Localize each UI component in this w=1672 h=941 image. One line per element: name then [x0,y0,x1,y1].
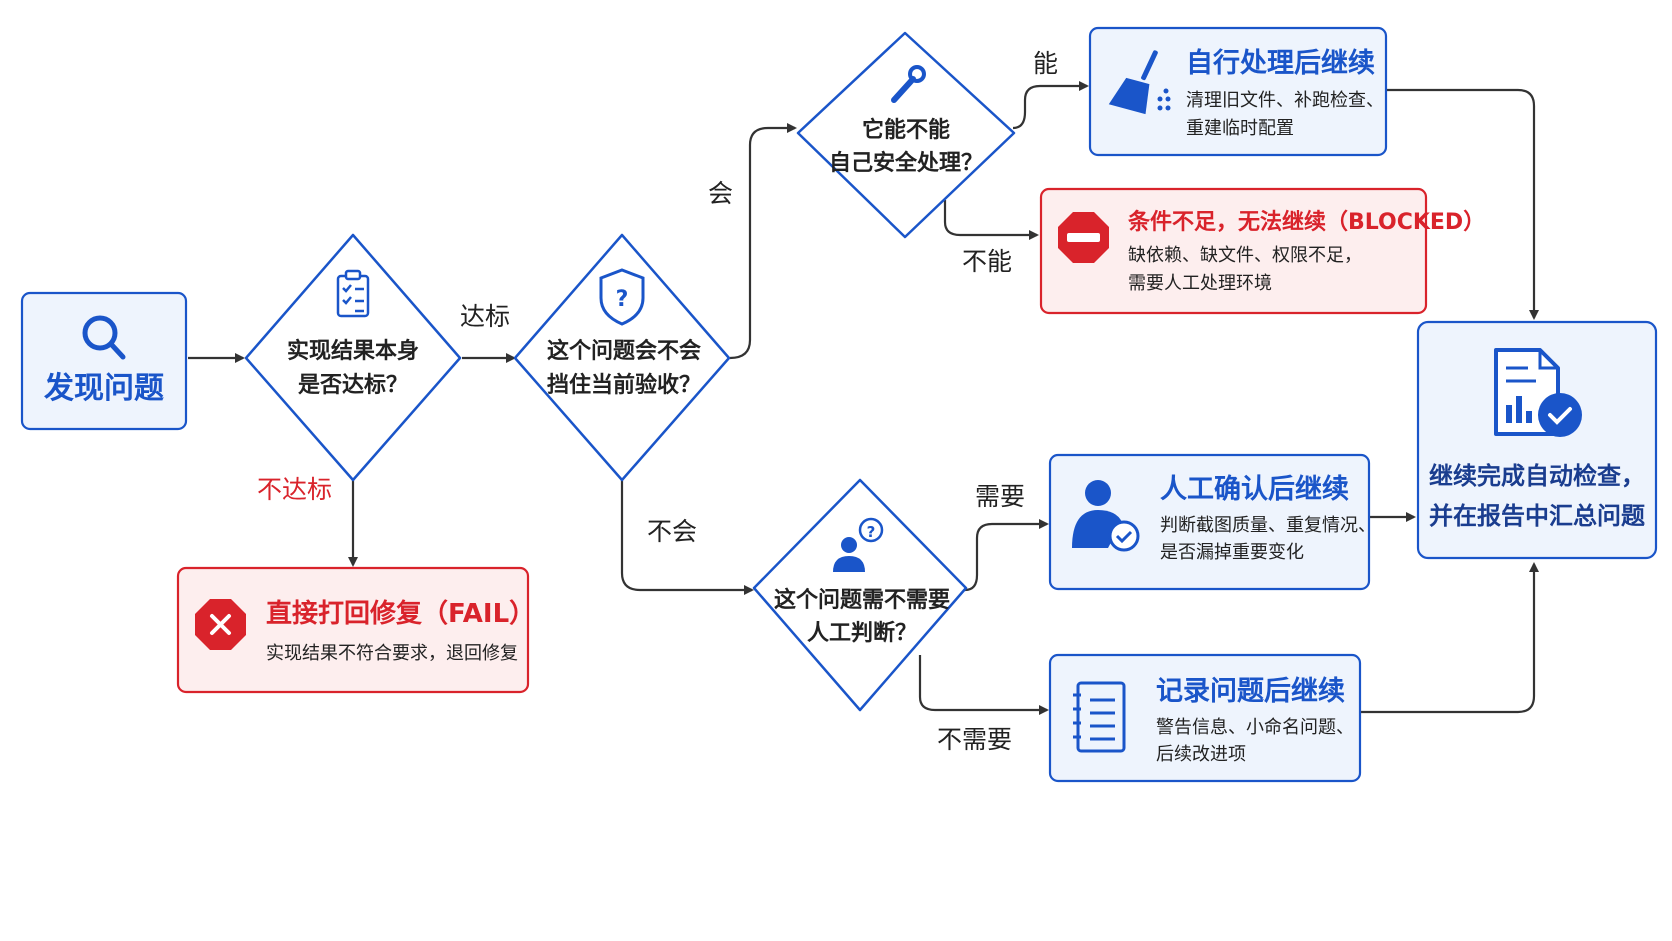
d3-line1: 它能不能 [862,117,950,143]
human-title: 人工确认后继续 [1160,473,1349,505]
end-line2: 并在报告中汇总问题 [1429,502,1645,530]
label-cannot: 不能 [962,247,1012,276]
human-desc1: 判断截图质量、重复情况、 [1160,515,1376,536]
d1-line2: 是否达标？ [298,372,408,398]
decision-needs-human: ? 这个问题需不需要 人工判断？ [752,478,968,712]
fail-title: 直接打回修复（FAIL） [266,598,535,629]
decision-can-self-handle: 它能不能 自己安全处理？ [796,31,1016,239]
d2-line2: 挡住当前验收？ [547,372,701,398]
report-check-icon [1494,348,1582,437]
record-box: 记录问题后继续 警告信息、小命名问题、 后续改进项 [1048,653,1362,783]
d3-line2: 自己安全处理？ [829,150,983,176]
label-fail: 不达标 [257,475,332,504]
fail-desc: 实现结果不符合要求，退回修复 [266,643,518,664]
shield-question-icon: ? [599,268,645,326]
end-line1: 继续完成自动检查， [1429,462,1645,490]
self-handle-box: 自行处理后继续 清理旧文件、补跑检查、 重建临时配置 [1088,26,1388,157]
blocked-title: 条件不足，无法继续（BLOCKED） [1127,209,1485,235]
decision-result-meets-standard: 实现结果本身 是否达标？ [244,233,462,482]
label-need: 需要 [975,482,1025,511]
d1-line1: 实现结果本身 [287,338,419,364]
clipboard-checklist-icon [336,269,370,318]
arrow-d4-to-record [918,655,1049,715]
decision-blocks-acceptance: ? 这个问题会不会 挡住当前验收？ [513,233,731,482]
self-desc1: 清理旧文件、补跑检查、 [1186,90,1384,111]
label-can: 能 [1033,49,1058,78]
d4-line2: 人工判断？ [807,620,917,646]
arrow-d3-to-self [1012,81,1089,130]
arrow-d2-to-d4 [620,480,754,595]
search-icon [82,315,126,360]
blocked-desc2: 需要人工处理环境 [1128,273,1272,294]
start-title: 发现问题 [43,371,164,406]
list-document-icon [1073,681,1126,753]
self-title: 自行处理后继续 [1186,47,1375,79]
d2-line1: 这个问题会不会 [547,338,701,364]
end-box: 继续完成自动检查， 并在报告中汇总问题 [1416,320,1658,560]
arrow-self-to-end [1387,88,1539,320]
person-question-icon: ? [833,517,884,572]
broom-icon [1108,50,1171,115]
arrow-d2-to-d3 [729,123,797,360]
start-box: 发现问题 [20,291,188,431]
svg-text:?: ? [616,287,629,312]
wrench-icon [891,65,926,103]
d4-line1: 这个问题需不需要 [774,587,950,613]
person-check-icon [1072,480,1140,552]
x-octagon-icon [195,599,246,650]
record-desc1: 警告信息、小命名问题、 [1156,717,1354,738]
blocked-box: 条件不足，无法继续（BLOCKED） 缺依赖、缺文件、权限不足， 需要人工处理环… [1039,187,1485,315]
arrow-d3-to-blocked [943,200,1039,240]
arrow-d4-to-human [964,519,1049,592]
human-desc2: 是否漏掉重要变化 [1160,542,1304,563]
self-desc2: 重建临时配置 [1186,118,1294,139]
fail-box: 直接打回修复（FAIL） 实现结果不符合要求，退回修复 [176,566,535,694]
connectors [188,81,1539,715]
svg-text:?: ? [867,523,876,541]
label-noneed: 不需要 [937,725,1012,754]
record-desc2: 后续改进项 [1156,744,1246,765]
stop-sign-icon [1058,212,1109,263]
human-confirm-box: 人工确认后继续 判断截图质量、重复情况、 是否漏掉重要变化 [1048,453,1376,591]
blocked-desc1: 缺依赖、缺文件、权限不足， [1128,245,1362,266]
arrow-record-to-end [1360,562,1539,714]
label-will: 会 [708,179,733,208]
label-pass: 达标 [460,302,510,331]
label-wont: 不会 [647,517,697,546]
record-title: 记录问题后继续 [1156,675,1345,707]
